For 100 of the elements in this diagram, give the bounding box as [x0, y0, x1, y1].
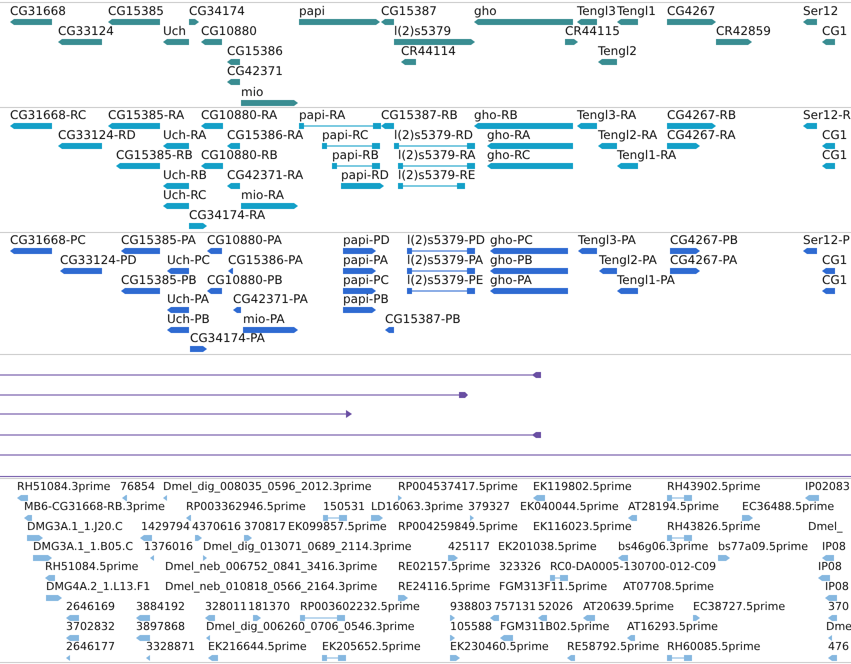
feature-label: CG42371-RA — [227, 168, 304, 182]
feature-label: gho — [474, 4, 497, 18]
feature-label: papi — [299, 4, 325, 18]
feature-label: RH43902.5prime — [667, 480, 760, 494]
feature-label: 370 — [828, 600, 849, 614]
feature-label: Dmel_ — [808, 520, 843, 534]
feature-label: gho-PC — [490, 233, 533, 247]
feature-label: Tengl2-PA — [599, 253, 657, 267]
feature-label: RP004259849.5prime — [398, 520, 518, 534]
feature-label: l(2)s5379-PA — [407, 253, 484, 267]
feature-label: Tengl2 — [598, 44, 637, 58]
feature-label: Dmel_dig_006260_0706_0546.3prime — [206, 620, 415, 634]
feature-label: RH51084.3prime — [17, 480, 110, 494]
feature-label: CG34174-RA — [189, 208, 266, 222]
feature-label: gho-RC — [487, 148, 530, 162]
feature-label: 2646177 — [66, 640, 115, 654]
feature-label: CG33124 — [58, 24, 114, 38]
feature-label: CG33124-PD — [60, 253, 137, 267]
feature-label: l(2)s5379-PE — [407, 273, 484, 287]
feature-label: Tengl3 — [577, 4, 616, 18]
feature-label: 52026 — [538, 600, 573, 614]
feature-label: EK201038.5prime — [498, 540, 597, 554]
feature-label: Dmel_dig_013071_0689_2114.3prime — [203, 540, 412, 554]
feature-label: RH51084.5prime — [45, 560, 138, 574]
feature-label: EK216644.5prime — [208, 640, 307, 654]
feature-label: 2646169 — [66, 600, 115, 614]
feature-label: 938803 — [450, 600, 492, 614]
feature-label: CG1 — [822, 24, 848, 38]
feature-label: CG15385 — [108, 4, 164, 18]
feature-label: CG15385-RA — [108, 108, 184, 122]
feature-label: Dme — [826, 620, 851, 634]
feature-label: mio — [241, 85, 264, 99]
feature-label: CG4267-RA — [667, 128, 736, 142]
feature-label: RP004537417.5prime — [398, 480, 518, 494]
feature-label: IP02083 — [805, 480, 850, 494]
feature-label: CG15385-RB — [116, 148, 193, 162]
feature-label: FGM313F11.5prime — [499, 580, 608, 594]
feature-label: Tengl3-PA — [578, 233, 636, 247]
feature-label: l(2)s5379-RA — [398, 148, 476, 162]
feature-label: FGM311B02.5prime — [500, 620, 610, 634]
feature-label: Uch-RB — [163, 168, 207, 182]
feature-label: CG10880 — [201, 24, 257, 38]
feature-label: gho-RB — [474, 108, 518, 122]
feature-label: RC0-DA0005-130700-012-C09 — [550, 560, 716, 574]
feature-label: Tengl3-RA — [577, 108, 636, 122]
feature-label: 3702832 — [66, 620, 115, 634]
feature-label: papi-RB — [332, 148, 379, 162]
feature-label: bs46g06.3prime — [618, 540, 708, 554]
feature-label: RP003362946.5prime — [186, 500, 306, 514]
feature-label: Tengl1-PA — [617, 273, 675, 287]
feature-label: EK230460.5prime — [450, 640, 549, 654]
feature-label: RH43826.5prime — [667, 520, 760, 534]
feature-label: CG15386-PA — [228, 253, 303, 267]
feature-label: Dmel_dig_008035_0596_2012.3prime — [163, 480, 372, 494]
feature-label: CR44114 — [401, 44, 456, 58]
feature-label: CG15387-RB — [381, 108, 458, 122]
feature-label: l(2)s5379-RE — [398, 168, 476, 182]
feature-label: CG15385-PA — [121, 233, 196, 247]
feature-label: 76854 — [120, 480, 155, 494]
feature-label: papi-PC — [343, 273, 389, 287]
feature-label: mio-PA — [243, 312, 285, 326]
feature-label: CG10880-RB — [201, 148, 278, 162]
feature-label: 3328871 — [146, 640, 195, 654]
feature-label: Uch — [163, 24, 186, 38]
feature-label: RE58792.5prime — [567, 640, 660, 654]
feature-label: EC36488.5prime — [742, 500, 834, 514]
feature-label: Uch-PC — [167, 253, 210, 267]
feature-label: papi-RC — [322, 128, 368, 142]
feature-label: DMG3A.1_1.J20.C — [27, 520, 123, 534]
feature-label: papi-PD — [343, 233, 390, 247]
feature-label: CG42371 — [227, 64, 283, 78]
feature-label: 757131 — [494, 600, 536, 614]
feature-label: gho-PA — [490, 273, 532, 287]
feature-label: 1376016 — [144, 540, 193, 554]
feature-label: AT20639.5prime — [583, 600, 674, 614]
feature-label: EK040044.5prime — [520, 500, 619, 514]
feature-label: gho-RA — [487, 128, 530, 142]
feature-label: RH60085.5prime — [667, 640, 760, 654]
feature-label: Dmel_neb_010818_0566_2164.3prime — [165, 580, 378, 594]
feature-label: RP003602232.5prime — [300, 600, 420, 614]
feature-label: CR42859 — [716, 24, 771, 38]
feature-label: 379327 — [468, 500, 510, 514]
feature-label: RE24116.5prime — [398, 580, 490, 594]
feature-label: CG31668-RC — [10, 108, 86, 122]
feature-label: Tengl2-RA — [598, 128, 658, 142]
feature-label: l(2)s5379 — [394, 24, 452, 38]
feature-label: 150531 — [323, 500, 365, 514]
feature-label: l(2)s5379-PD — [407, 233, 485, 247]
feature-label: Uch-RC — [163, 188, 206, 202]
feature-label: IP08 — [825, 580, 849, 594]
feature-label: CR44115 — [565, 24, 620, 38]
feature-label: IP08 — [822, 540, 846, 554]
feature-label: CG10880-PA — [207, 233, 282, 247]
feature-label: CG15387-PB — [385, 312, 461, 326]
feature-label: gho-PB — [490, 253, 533, 267]
feature-label: EK099857.5prime — [288, 520, 387, 534]
feature-label: mio-RA — [241, 188, 284, 202]
feature-label: CG1 — [822, 253, 848, 267]
feature-label: 1429794 — [141, 520, 190, 534]
feature-label: CG31668-PC — [10, 233, 86, 247]
